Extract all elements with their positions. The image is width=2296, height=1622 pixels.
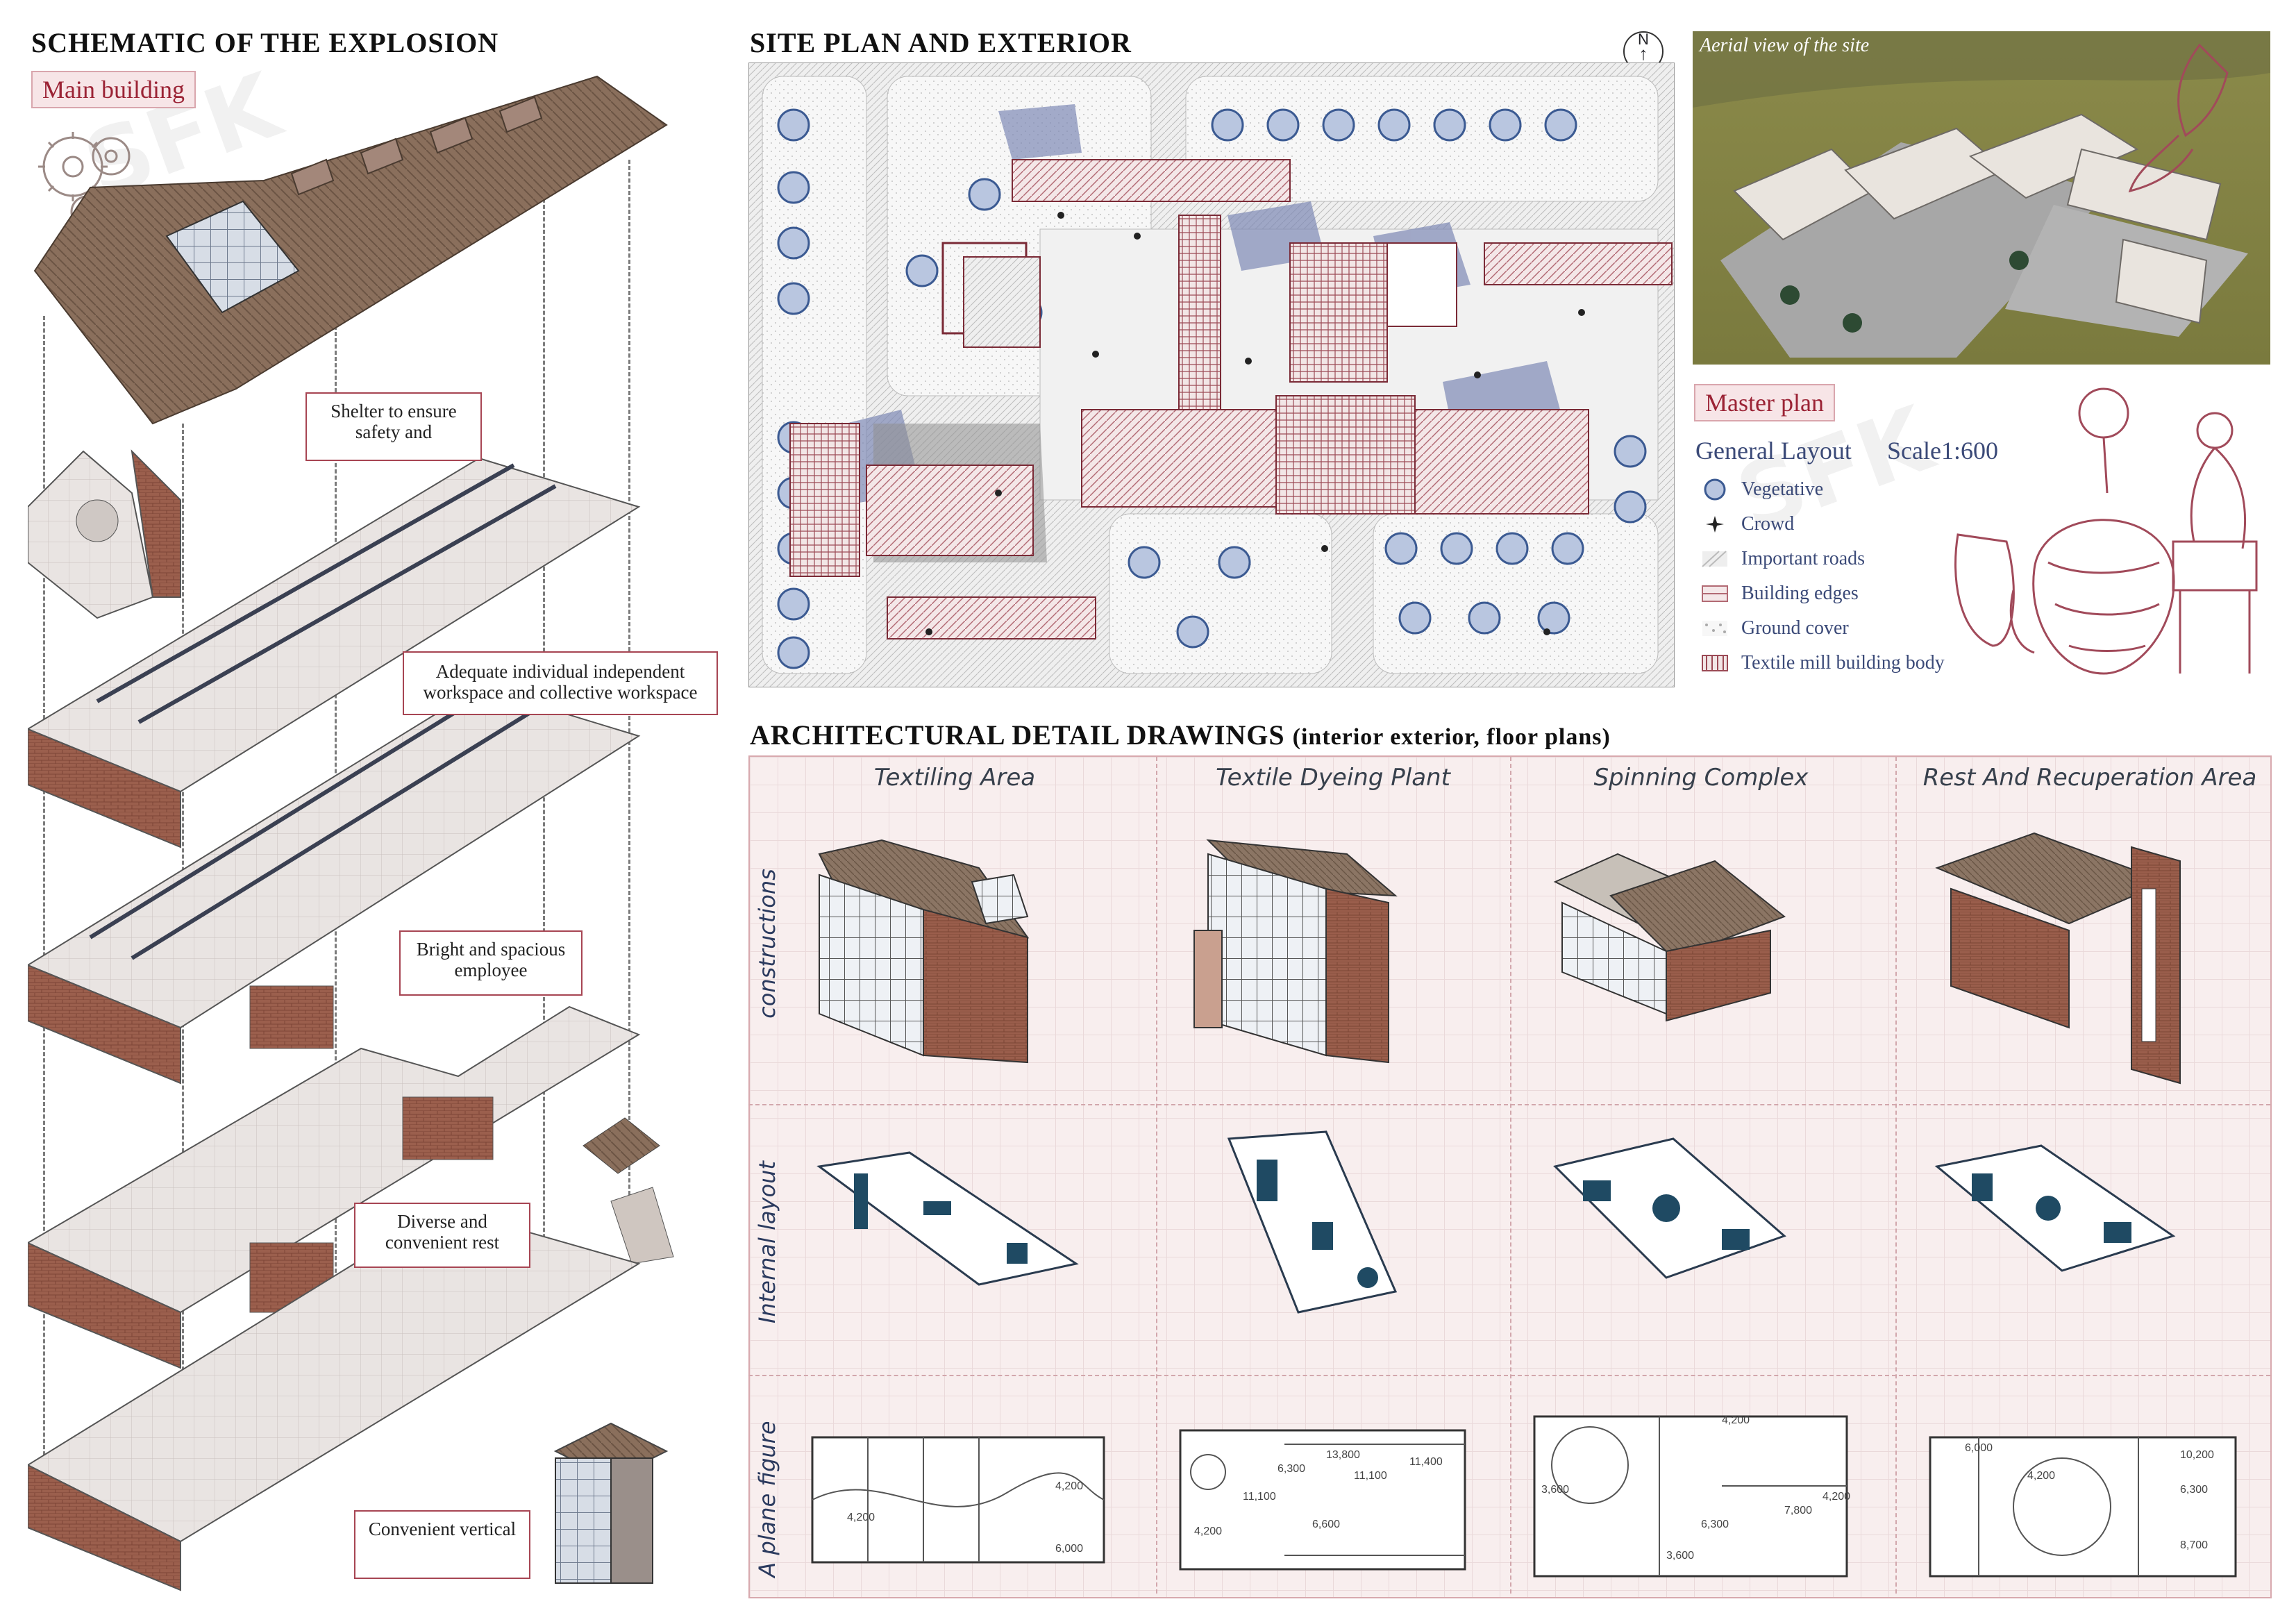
plan-dim: 4,200: [1055, 1480, 1083, 1492]
plan-dim: 6,600: [1312, 1519, 1340, 1530]
plan-dim: 11,100: [1243, 1491, 1276, 1503]
column-head-dyeing: Textile Dyeing Plant: [1216, 764, 1450, 792]
row-divider: [748, 1375, 2270, 1376]
legend-item-mill: Textile mill building body: [1701, 646, 1945, 680]
legend-item-vegetative: Vegetative: [1701, 472, 1945, 507]
aerial-caption: Aerial view of the site: [1700, 35, 1870, 56]
legend-label: Building edges: [1741, 583, 1859, 604]
site-plan-drawing: [748, 62, 1675, 687]
column-head-rest: Rest And Recuperation Area: [1922, 764, 2257, 792]
legend-label: Vegetative: [1741, 478, 1824, 500]
callout-workspace: Adequate individual independent workspac…: [403, 651, 718, 715]
legend: Vegetative Crowd Important roads Buildin…: [1701, 472, 1945, 680]
guide-line: [43, 316, 45, 1524]
crowd-icon: [1701, 512, 1729, 536]
plane-figure-drawings: 4,200 4,200 6,000 13,800 6,300 11,100 11…: [811, 1414, 2237, 1578]
legend-item-roads: Important roads: [1701, 542, 1945, 576]
main-building-tag: Main building: [31, 71, 196, 108]
row-divider: [748, 1104, 2270, 1105]
plan-dim: 4,200: [1822, 1491, 1850, 1503]
plan-dim: 4,200: [1194, 1525, 1222, 1537]
column-head-spinning: Spinning Complex: [1593, 764, 1809, 792]
plan-dim: 11,100: [1354, 1470, 1387, 1482]
plan-dim: 6,300: [2180, 1484, 2208, 1496]
constructions-drawings: [818, 832, 2181, 1085]
road-icon: [1701, 547, 1729, 571]
column-head-textiling: Textiling Area: [873, 764, 1036, 792]
plan-dim: 11,400: [1409, 1456, 1443, 1468]
legend-label: Crowd: [1741, 513, 1795, 535]
site-title: SITE PLAN AND EXTERIOR: [750, 27, 1132, 58]
legend-label: Ground cover: [1741, 617, 1849, 639]
ground-cover-icon: [1701, 617, 1729, 640]
callout-bright: Bright and spacious employee: [399, 930, 583, 996]
internal-layout-drawings: [816, 1130, 2176, 1314]
plan-dim: 6,300: [1277, 1463, 1305, 1475]
details-title: ARCHITECTURAL DETAIL DRAWINGS (interior …: [750, 719, 1611, 751]
plan-dim: 3,600: [1666, 1550, 1694, 1562]
tree-icon: [1701, 478, 1729, 501]
callout-rest: Diverse and convenient rest: [354, 1203, 530, 1268]
row-head-constructions: constructions: [754, 869, 780, 1019]
north-label: N: [1638, 31, 1649, 48]
column-divider: [1156, 757, 1157, 1594]
plan-dim: 4,200: [847, 1512, 875, 1523]
plan-dim: 6,000: [1055, 1543, 1083, 1555]
building-edge-icon: [1701, 582, 1729, 605]
row-head-internal-layout: Internal layout: [754, 1161, 780, 1323]
legend-item-crowd: Crowd: [1701, 507, 1945, 542]
explosion-title: SCHEMATIC OF THE EXPLOSION: [31, 27, 499, 58]
plan-dim: 4,200: [1722, 1414, 1750, 1426]
legend-label: Textile mill building body: [1741, 652, 1945, 674]
textile-worker-sketch: [1954, 387, 2258, 675]
plan-dim: 10,200: [2180, 1449, 2214, 1461]
scale-label: Scale1:600: [1887, 437, 1998, 465]
plan-dim: 3,600: [1541, 1484, 1569, 1496]
plan-dim: 6,000: [1965, 1442, 1993, 1454]
details-subtitle: (interior exterior, floor plans): [1292, 724, 1611, 750]
plan-dim: 7,800: [1784, 1505, 1812, 1516]
details-title-text: ARCHITECTURAL DETAIL DRAWINGS: [750, 719, 1285, 751]
callout-shelter: Shelter to ensure safety and: [305, 392, 482, 461]
legend-item-edges: Building edges: [1701, 576, 1945, 611]
plan-dim: 6,300: [1701, 1519, 1729, 1530]
master-plan-tag: Master plan: [1694, 384, 1835, 421]
legend-item-ground: Ground cover: [1701, 611, 1945, 646]
column-divider: [1510, 757, 1511, 1594]
row-head-plane-figure: A plane figure: [754, 1421, 780, 1578]
plan-dim: 13,800: [1326, 1449, 1360, 1461]
general-layout-label: General Layout: [1695, 437, 1852, 465]
explosion-diagram: [28, 75, 674, 1591]
plan-dim: 4,200: [2027, 1470, 2055, 1482]
aerial-view-image: [1693, 31, 2270, 365]
callout-vertical: Convenient vertical: [354, 1510, 530, 1579]
mill-icon: [1701, 651, 1729, 675]
legend-label: Important roads: [1741, 548, 1866, 569]
plan-dim: 8,700: [2180, 1539, 2208, 1551]
column-divider: [1895, 757, 1897, 1594]
